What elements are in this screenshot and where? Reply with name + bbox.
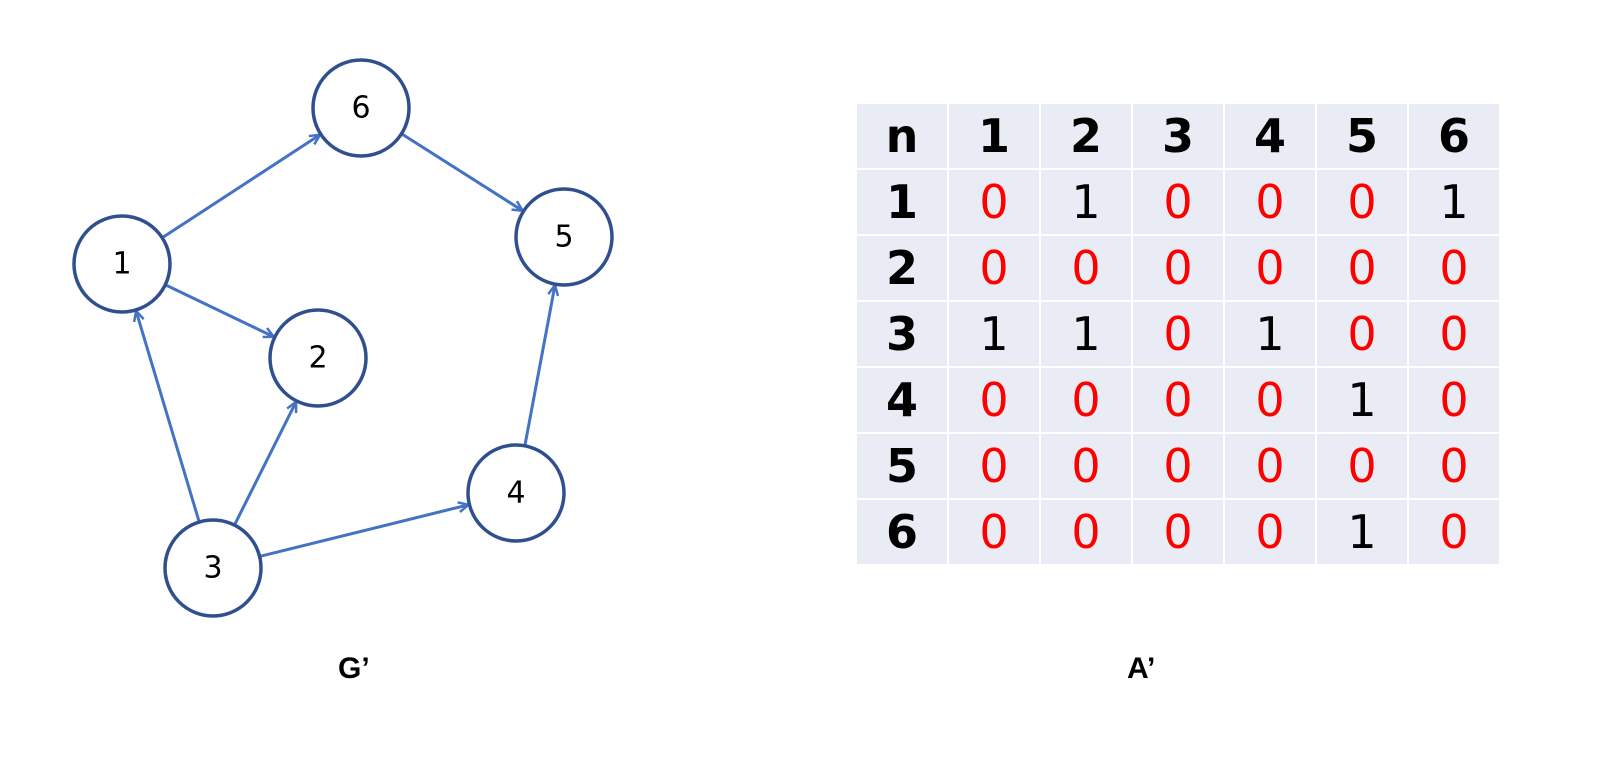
matrix-cell: 0	[1407, 366, 1501, 434]
matrix-column-header: 1	[947, 102, 1041, 170]
matrix-cell: 0	[1131, 366, 1225, 434]
matrix-cell: 1	[1315, 498, 1409, 566]
matrix-cell: 0	[947, 366, 1041, 434]
matrix-cell: 0	[1315, 300, 1409, 368]
edge-1-to-2	[164, 283, 274, 337]
node-circle	[72, 214, 172, 314]
matrix-column-header: 6	[1407, 102, 1501, 170]
node-label: 5	[554, 220, 573, 255]
matrix-cell: 0	[1223, 366, 1317, 434]
node-label: 3	[203, 551, 222, 586]
matrix-cell: 0	[1223, 234, 1317, 302]
matrix-cell: 0	[1039, 366, 1133, 434]
matrix-cell: 0	[1315, 432, 1409, 500]
matrix-column-header: 3	[1131, 102, 1225, 170]
matrix-cell: 0	[1223, 168, 1317, 236]
graph-node-2: 2	[268, 308, 368, 408]
matrix-cell: 0	[1131, 168, 1225, 236]
matrix-cell: 1	[1315, 366, 1409, 434]
matrix-cell: 0	[947, 498, 1041, 566]
matrix-cell: 0	[1039, 498, 1133, 566]
node-circle	[514, 187, 614, 287]
graph-node-3: 3	[163, 518, 263, 618]
node-circle	[466, 443, 566, 543]
matrix-cell: 0	[1315, 168, 1409, 236]
matrix-cell: 0	[1223, 432, 1317, 500]
edge-1-to-6	[161, 135, 320, 240]
matrix-column-header: 2	[1039, 102, 1133, 170]
node-circle	[163, 518, 263, 618]
matrix-cell: 0	[1315, 234, 1409, 302]
matrix-cell: 0	[1039, 432, 1133, 500]
matrix-cell: 0	[1131, 234, 1225, 302]
edge-6-to-5	[400, 132, 523, 211]
edge-3-to-4	[259, 505, 469, 558]
graph-node-4: 4	[466, 443, 566, 543]
node-label: 4	[506, 476, 525, 511]
node-label: 2	[308, 341, 327, 376]
graph-node-6: 6	[311, 58, 411, 158]
node-label: 6	[351, 91, 370, 126]
matrix-cell: 1	[1039, 168, 1133, 236]
graph-caption: G’	[338, 652, 370, 685]
matrix-row-header: 1	[855, 168, 949, 236]
matrix-cell: 0	[1407, 300, 1501, 368]
matrix-cell: 1	[947, 300, 1041, 368]
matrix-cell: 1	[1407, 168, 1501, 236]
matrix-cell: 0	[1131, 498, 1225, 566]
matrix-cell: 0	[1039, 234, 1133, 302]
matrix-cell: 1	[1039, 300, 1133, 368]
matrix-caption: A’	[1127, 652, 1156, 685]
graph-diagram: 1 2 3 4 5 6	[72, 58, 614, 618]
node-circle	[311, 58, 411, 158]
matrix-column-header: 4	[1223, 102, 1317, 170]
matrix-cell: 0	[1407, 234, 1501, 302]
edge-3-to-1	[136, 311, 201, 523]
matrix-cell: 0	[1131, 300, 1225, 368]
matrix-cell: 0	[1131, 432, 1225, 500]
matrix-row-header: 2	[855, 234, 949, 302]
edge-3-to-2	[233, 402, 298, 526]
graph-node-1: 1	[72, 214, 172, 314]
matrix-row-header: 3	[855, 300, 949, 368]
matrix-row-header: 6	[855, 498, 949, 566]
matrix-cell: 0	[947, 168, 1041, 236]
matrix-cell: 0	[1223, 498, 1317, 566]
matrix-cell: 0	[1407, 432, 1501, 500]
graph-node-5: 5	[514, 187, 614, 287]
node-circle	[268, 308, 368, 408]
matrix-cell: 0	[947, 432, 1041, 500]
matrix-row-header: 5	[855, 432, 949, 500]
matrix-column-header: 5	[1315, 102, 1409, 170]
node-label: 1	[112, 247, 131, 282]
matrix-cell: 0	[1407, 498, 1501, 566]
matrix-cell: 0	[947, 234, 1041, 302]
matrix-cell: 1	[1223, 300, 1317, 368]
edge-4-to-5	[523, 285, 555, 447]
matrix-row-header: 4	[855, 366, 949, 434]
matrix-corner-label: n	[855, 102, 949, 170]
